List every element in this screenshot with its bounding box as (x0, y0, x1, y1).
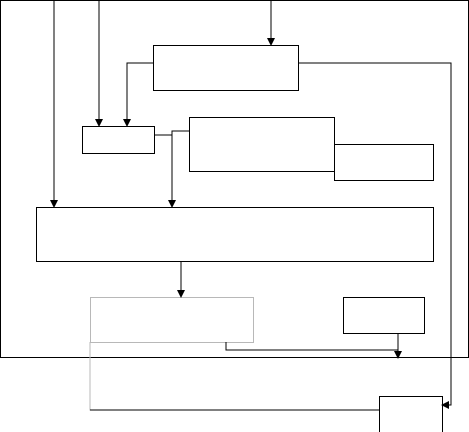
lower-right-block (343, 297, 425, 334)
lower-left-block (90, 297, 254, 343)
connector-top-block-to-small-block (123, 62, 153, 127)
connector-small-block-to-middle-block (154, 130, 189, 136)
bottom-right-block (379, 396, 443, 432)
small-left-block (82, 126, 155, 154)
middle-right-block (189, 117, 335, 172)
wide-block (36, 207, 434, 262)
far-right-block (334, 144, 434, 181)
connector-lower-left-block-to-output (225, 342, 398, 351)
connector-feedback-loop (89, 342, 379, 411)
connector-top-block-to-bottom-right (298, 62, 452, 409)
outer-frame (0, 0, 469, 358)
top-center-block (153, 45, 299, 91)
